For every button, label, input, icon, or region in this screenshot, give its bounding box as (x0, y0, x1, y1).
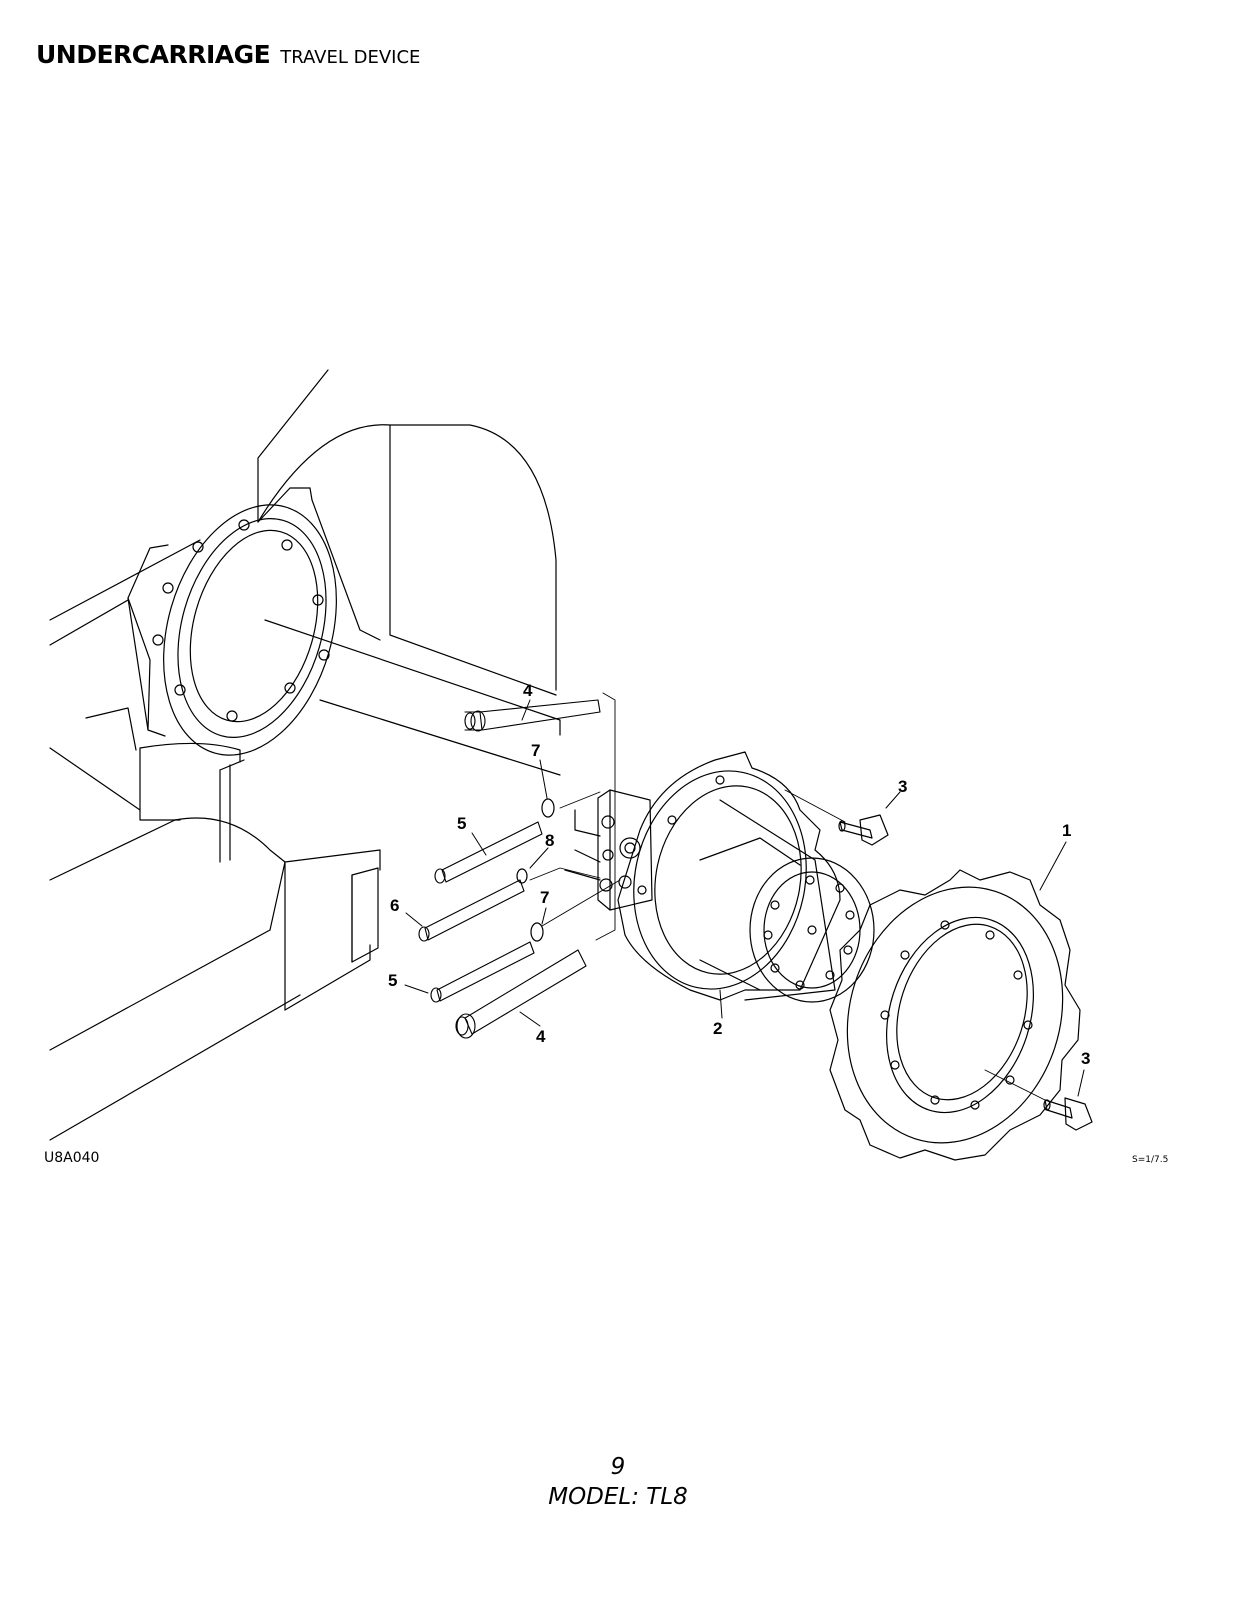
callout-5-lower: 5 (388, 971, 397, 990)
leader-lines-guides (529, 692, 1046, 1101)
callout-leaders (404, 699, 1085, 1097)
callout-7-lower: 7 (540, 888, 549, 907)
callout-2: 2 (713, 1019, 722, 1038)
callout-5-upper: 5 (457, 814, 466, 833)
hydraulic-pipes (418, 699, 601, 1039)
figure-scale: S=1/7.5 (1132, 1155, 1168, 1165)
callout-4-lower: 4 (536, 1027, 546, 1046)
section-title: UNDERCARRIAGE (36, 40, 271, 69)
page-header: UNDERCARRIAGE TRAVEL DEVICE (36, 40, 420, 69)
bolts (838, 814, 1093, 1131)
track-frame-drawing (49, 369, 561, 1141)
section-subtitle: TRAVEL DEVICE (280, 47, 421, 68)
model-label: MODEL: TL8 (548, 1484, 688, 1510)
valve-block (564, 789, 653, 911)
callout-3-lower: 3 (1081, 1049, 1090, 1068)
travel-motor (617, 751, 875, 1003)
callout-3-upper: 3 (898, 777, 907, 796)
sprocket (829, 869, 1081, 1161)
o-rings (516, 798, 555, 942)
callout-numbers: 4 7 5 8 6 7 5 4 2 3 1 3 (388, 681, 1090, 1068)
callout-4-upper: 4 (523, 681, 533, 700)
callout-7-upper: 7 (531, 741, 540, 760)
page-number: 9 (610, 1454, 626, 1480)
callout-8: 8 (545, 831, 554, 850)
figure-code: U8A040 (44, 1150, 99, 1166)
callout-1: 1 (1062, 821, 1071, 840)
callout-6: 6 (390, 896, 399, 915)
